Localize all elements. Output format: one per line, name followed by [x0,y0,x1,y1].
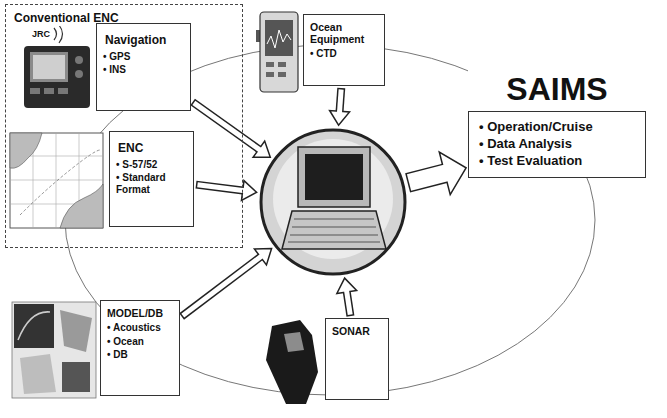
node-item: • Data Analysis [479,136,635,153]
process-box: Navigation • GPS• INS [96,23,191,111]
node-item: • GPS [103,51,184,63]
device-bezel [30,52,68,82]
device-screen [33,55,65,79]
connector-arrow [196,181,257,201]
model-db-illustration [12,302,96,398]
group-region: Conventional ENCNavigation• GPS• INSENC•… [5,4,243,248]
node-item: • Test Evaluation [479,153,635,170]
gps-receiver-illustration [24,25,90,108]
model-curve [18,312,50,340]
device-button [266,72,274,77]
arrow-shaft-fill [346,290,350,315]
model-panel [12,302,96,398]
node-item: • Acoustics [107,322,173,334]
arrow-shaft-fill [183,256,262,316]
chart-frame [10,133,103,228]
chart-illustration [10,133,103,228]
node-heading: Navigation [103,34,168,48]
sonar-illustration [266,320,318,404]
process-box: MODEL/DB • Acoustics • Ocean• DB [100,300,180,396]
device-button [266,62,274,67]
connector-arrow [182,248,272,316]
laptop-base [282,211,386,249]
circle-outline [258,127,408,277]
arrow-shaft-fill [194,103,261,150]
chart-coast [10,133,42,168]
ocean-device-illustration [256,12,298,92]
arrow-shaft-fill [409,173,447,183]
node-heading: Ocean Equipment [310,21,378,45]
model-plot [14,304,54,348]
node-item: • DB [107,349,173,361]
brand-label: JRC [32,30,50,39]
node-item: • CTD [310,48,378,60]
chart-contour [20,150,100,215]
arrow-shaft-fill [197,185,244,191]
node-item: • Ocean [107,336,173,348]
device-body [260,12,298,92]
connector-arrow [330,88,350,125]
node-heading: ENC [116,142,145,156]
device-body [24,46,90,108]
arrow-shaft-fill [339,89,341,113]
node-heading: SONAR [332,325,382,337]
connector-arrow [193,102,271,157]
device-button [278,72,286,77]
node-item: • INS [103,64,184,76]
node-item: • Operation/Cruise [479,119,635,136]
output-frame: • Operation/Cruise• Data Analysis• Test … [468,111,646,178]
output-box: SAIMS• Operation/Cruise• Data Analysis• … [468,70,646,178]
circle-highlight [273,139,393,259]
chart-coast [60,184,103,228]
laptop-screen [305,154,363,200]
model-shape [20,354,56,394]
chart-grid [10,133,103,228]
device-knob [75,70,83,78]
screen-trace [267,30,291,48]
process-box: ENC • S-57/52• Standard Format [109,131,194,227]
node-item: • S-57/52 [116,159,187,171]
model-shape [62,362,90,392]
device-screen [265,20,293,56]
node-heading: MODEL/DB [107,307,173,319]
device-button [30,88,40,94]
model-shape [60,310,92,352]
device-button [58,88,68,94]
laptop-lid [298,147,370,207]
system-circle [258,127,408,277]
node-item: • Standard Format [116,172,187,195]
connector-arrow [337,278,357,316]
sonar-face [284,332,304,352]
device-button [278,62,286,67]
process-box: SONAR [325,318,389,400]
node-heading: SAIMS [468,70,646,111]
radio-waves [54,25,63,43]
sonar-body [266,320,318,404]
laptop-keys [288,219,380,242]
device-button [44,88,54,94]
connector-arrow [408,152,466,195]
circle-shape [261,130,405,274]
process-box: Ocean Equipment • CTD [303,14,385,86]
device-knob [75,56,83,64]
